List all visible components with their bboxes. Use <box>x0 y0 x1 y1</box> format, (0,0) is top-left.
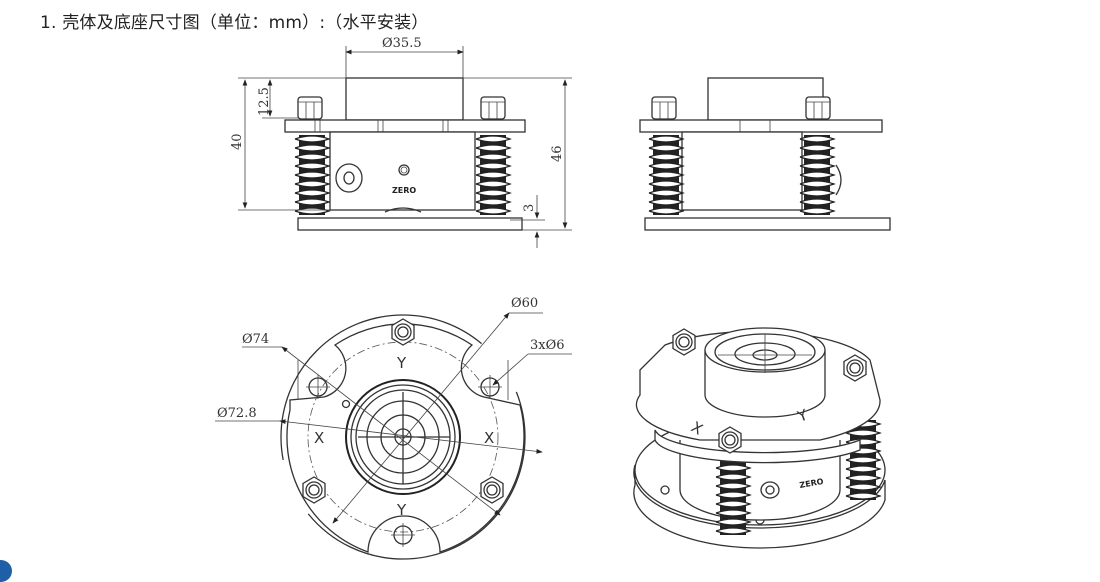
top-plate <box>284 119 526 133</box>
dim-base-gap: 3 <box>522 204 537 212</box>
dimension-drawing: ZERO Ø35.5 40 12.5 46 3 <box>215 36 891 560</box>
body <box>329 131 476 211</box>
dim-bolt-circle: Ø60 <box>511 296 538 311</box>
dim-total-height: 46 <box>550 145 565 162</box>
zero-label: ZERO <box>392 186 416 195</box>
section-heading: 1. 壳体及底座尺寸图（单位：mm）:（水平安装） <box>40 13 429 33</box>
dim-body-height: 40 <box>230 133 245 150</box>
dim-outer: Ø74 <box>242 332 269 347</box>
axis-x-left: X <box>314 429 324 447</box>
dim-top-diameter: Ø35.5 <box>382 36 422 51</box>
top-view: Y Y X X Ø74 Ø72.8 Ø60 3xØ6 <box>215 296 572 560</box>
base-plate <box>297 217 523 231</box>
iso-zero-label: ZERO <box>799 477 825 490</box>
side-view-front: ZERO Ø35.5 40 12.5 46 3 <box>230 36 572 248</box>
axis-y-bottom: Y <box>396 501 407 519</box>
isometric-view: ZERO X Y <box>633 327 886 549</box>
top-housing <box>345 77 464 121</box>
dim-inner: Ø72.8 <box>217 406 257 421</box>
dim-holes: 3xØ6 <box>530 338 565 353</box>
side-view-right <box>639 77 891 231</box>
dim-top-height: 12.5 <box>257 87 272 116</box>
axis-x-right: X <box>484 429 494 447</box>
axis-y-top: Y <box>396 354 407 372</box>
